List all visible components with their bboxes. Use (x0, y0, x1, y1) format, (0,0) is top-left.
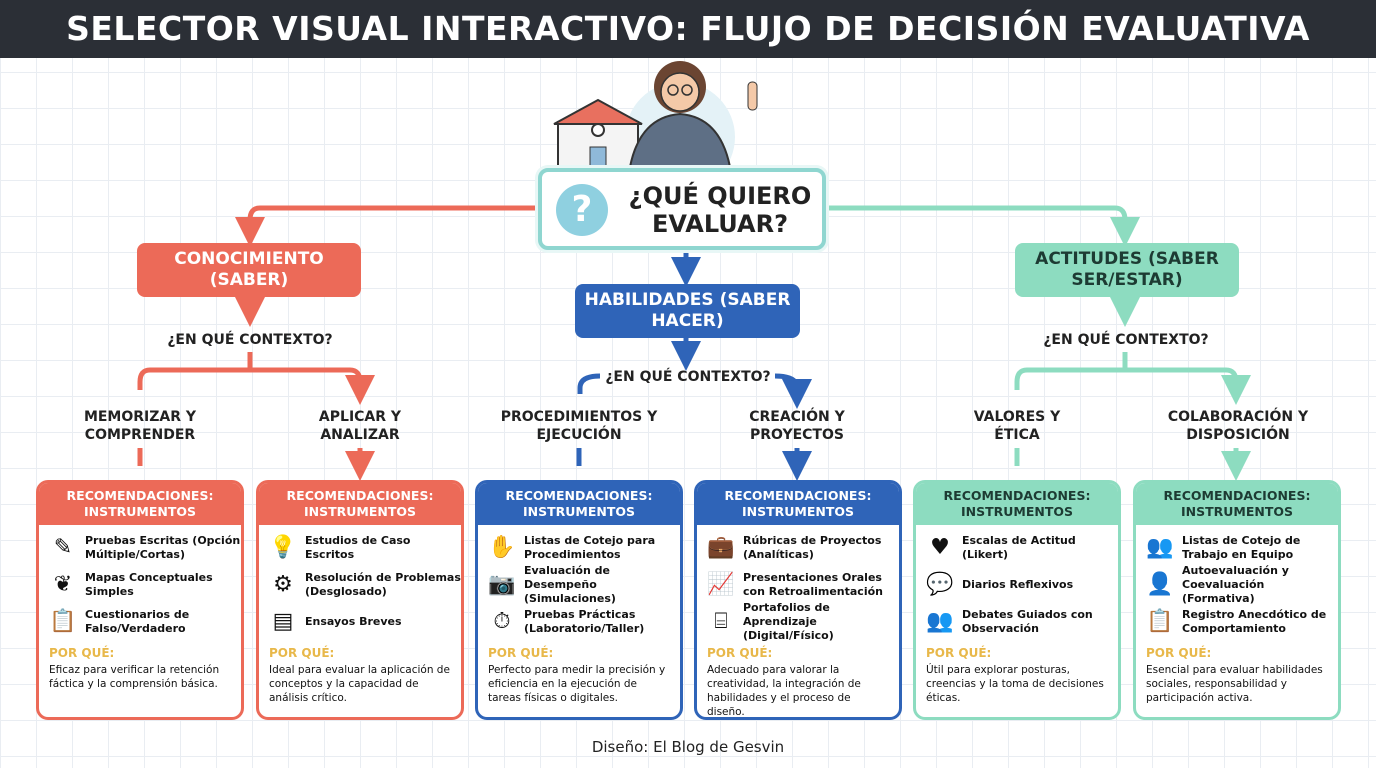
instrument-item: ⏱ Pruebas Prácticas (Laboratorio/Taller) (488, 608, 680, 636)
teacher-school-illustration (553, 61, 758, 172)
speech-bubble-icon: 💬 (926, 572, 954, 597)
instrument-name: Evaluación de Desempeño (Simulaciones) (524, 564, 616, 605)
group-icon: 👥 (1146, 535, 1174, 560)
question-icon: ? (556, 184, 608, 236)
lightbulb-icon: 💡 (269, 535, 297, 560)
central-question: ? ¿QUÉ QUIERO EVALUAR? (538, 168, 826, 250)
card-header: RECOMENDACIONES: INSTRUMENTOS (916, 483, 1118, 525)
instrument-item: 📷 Evaluación de Desempeño (Simulaciones) (488, 564, 680, 605)
branch-actitudes: ACTITUDES (SABER SER/ESTAR) (1015, 243, 1239, 297)
context-question: ¿EN QUÉ CONTEXTO? (167, 332, 333, 348)
instrument-name: Presentaciones Orales con Retroalimentac… (743, 571, 883, 598)
por-que-text: Adecuado para valorar la creatividad, la… (707, 664, 861, 718)
card-header: RECOMENDACIONES: INSTRUMENTOS (259, 483, 461, 525)
hand-icon: ✋ (488, 535, 516, 560)
instrument-name: Debates Guiados con Observación (962, 608, 1093, 635)
instrument-item: ❦ Mapas Conceptuales Simples (49, 571, 241, 599)
instrument-item: 💼 Rúbricas de Proyectos (Analíticas) (707, 534, 899, 562)
instrument-item: ⚙ Resolución de Problemas (Desglosado) (269, 571, 461, 599)
instrument-item: 📋 Registro Anecdótico de Comportamiento (1146, 608, 1338, 636)
por-que-text: Útil para explorar posturas, creencias y… (926, 664, 1104, 704)
instrument-item: ✎ Pruebas Escritas (Opción Múltiple/Corta… (49, 534, 241, 562)
clipboard-icon: 📋 (49, 609, 77, 634)
instrument-name: Portafolios de Aprendizaje (Digital/Físi… (743, 601, 834, 642)
instrument-name: Listas de Cotejo para Procedimientos (524, 534, 656, 561)
instrument-card: RECOMENDACIONES: INSTRUMENTOS 💼 Rúbricas d… (694, 480, 902, 720)
sub-branch-label: PROCEDIMIENTOS Y EJECUCIÓN (500, 409, 658, 443)
instrument-name: Estudios de Caso Escritos (305, 534, 411, 561)
central-question-text: ¿QUÉ QUIERO EVALUAR? (628, 182, 812, 238)
sub-branch-label: COLABORACIÓN Y DISPOSICIÓN (1167, 409, 1309, 443)
instrument-item: ▤ Ensayos Breves (269, 608, 461, 636)
instrument-name: Registro Anecdótico de Comportamiento (1182, 608, 1327, 635)
instrument-item: 📋 Cuestionarios de Falso/Verdadero (49, 608, 241, 636)
card-header: RECOMENDACIONES: INSTRUMENTOS (697, 483, 899, 525)
por-que-label: POR QUÉ: (707, 646, 773, 660)
person-icon: 👤 (1146, 572, 1174, 597)
presentation-board-icon: ▤ (272, 609, 294, 634)
instrument-item: 💡 Estudios de Caso Escritos (269, 534, 461, 562)
checklist-icon: 📋 (1146, 609, 1174, 634)
instrument-item: ✋ Listas de Cotejo para Procedimientos (488, 534, 680, 562)
instrument-card: RECOMENDACIONES: INSTRUMENTOS ✎ Pruebas Es… (36, 480, 244, 720)
sub-branch-label: VALORES Y ÉTICA (973, 409, 1061, 443)
instrument-name: Cuestionarios de Falso/Verdadero (85, 608, 190, 635)
instrument-item: 👥 Debates Guiados con Observación (926, 608, 1118, 636)
por-que-label: POR QUÉ: (49, 646, 115, 660)
instrument-card: RECOMENDACIONES: INSTRUMENTOS 💡 Estudios d… (256, 480, 464, 720)
pencil-icon: ✎ (53, 535, 73, 560)
instrument-name: Listas de Cotejo de Trabajo en Equipo (1182, 534, 1301, 561)
por-que-label: POR QUÉ: (1146, 646, 1212, 660)
por-que-text: Esencial para evaluar habilidades social… (1146, 664, 1323, 704)
group-icon: 👥 (926, 609, 954, 634)
instrument-name: Pruebas Prácticas (Laboratorio/Taller) (524, 608, 645, 635)
sub-branch-label: APLICAR Y ANALIZAR (318, 409, 402, 443)
card-header: RECOMENDACIONES: INSTRUMENTOS (478, 483, 680, 525)
por-que-text: Perfecto para medir la precisión y efici… (488, 664, 666, 704)
branch-conocimiento: CONOCIMIENTO (SABER) (137, 243, 361, 297)
gears-icon: ⚙ (273, 572, 293, 597)
branch-habilidades: HABILIDADES (SABER HACER) (575, 284, 800, 338)
instrument-name: Rúbricas de Proyectos (Analíticas) (743, 534, 882, 561)
por-que-text: Eficaz para verificar la retención fácti… (49, 664, 220, 690)
card-header: RECOMENDACIONES: INSTRUMENTOS (39, 483, 241, 525)
chart-board-icon: 📈 (707, 572, 735, 597)
por-que-label: POR QUÉ: (488, 646, 554, 660)
camera-icon: 📷 (488, 572, 516, 597)
instrument-item: 💬 Diarios Reflexivos (926, 571, 1118, 599)
por-que-label: POR QUÉ: (269, 646, 335, 660)
instrument-item: 📈 Presentaciones Orales con Retroalimenta… (707, 571, 899, 599)
instrument-card: RECOMENDACIONES: INSTRUMENTOS 👥 Listas de … (1133, 480, 1341, 720)
instrument-item: 👤 Autoevaluación y Coevaluación (Formativ… (1146, 564, 1338, 605)
instrument-name: Autoevaluación y Coevaluación (Formativa… (1182, 564, 1289, 605)
context-question: ¿EN QUÉ CONTEXTO? (1043, 332, 1209, 348)
context-question: ¿EN QUÉ CONTEXTO? (605, 369, 771, 385)
sub-branch-label: MEMORIZAR Y COMPRENDER (83, 409, 197, 443)
instrument-name: Diarios Reflexivos (962, 578, 1074, 591)
sub-branch-label: CREACIÓN Y PROYECTOS (749, 409, 845, 443)
instrument-card: RECOMENDACIONES: INSTRUMENTOS ♥ Escalas de… (913, 480, 1121, 720)
instrument-name: Ensayos Breves (305, 615, 402, 628)
page-title: SELECTOR VISUAL INTERACTIVO: FLUJO DE DE… (0, 0, 1376, 58)
briefcase-icon: 💼 (707, 535, 735, 560)
stopwatch-icon: ⏱ (493, 609, 511, 634)
web-icon: ⌸ (714, 609, 728, 634)
brain-icon: ❦ (53, 572, 73, 597)
heart-icon: ♥ (930, 535, 950, 560)
instrument-item: ⌸ Portafolios de Aprendizaje (Digital/Fís… (707, 601, 899, 642)
instrument-card: RECOMENDACIONES: INSTRUMENTOS ✋ Listas de … (475, 480, 683, 720)
card-header: RECOMENDACIONES: INSTRUMENTOS (1136, 483, 1338, 525)
instrument-name: Resolución de Problemas (Desglosado) (305, 571, 461, 598)
instrument-name: Mapas Conceptuales Simples (85, 571, 213, 598)
instrument-name: Escalas de Actitud (Likert) (962, 534, 1076, 561)
footer-credit: Diseño: El Blog de Gesvin (591, 738, 785, 756)
instrument-item: 👥 Listas de Cotejo de Trabajo en Equipo (1146, 534, 1338, 562)
instrument-item: ♥ Escalas de Actitud (Likert) (926, 534, 1118, 562)
por-que-label: POR QUÉ: (926, 646, 992, 660)
instrument-name: Pruebas Escritas (Opción Múltiple/Cortas… (85, 534, 241, 561)
por-que-text: Ideal para evaluar la aplicación de conc… (269, 664, 450, 704)
